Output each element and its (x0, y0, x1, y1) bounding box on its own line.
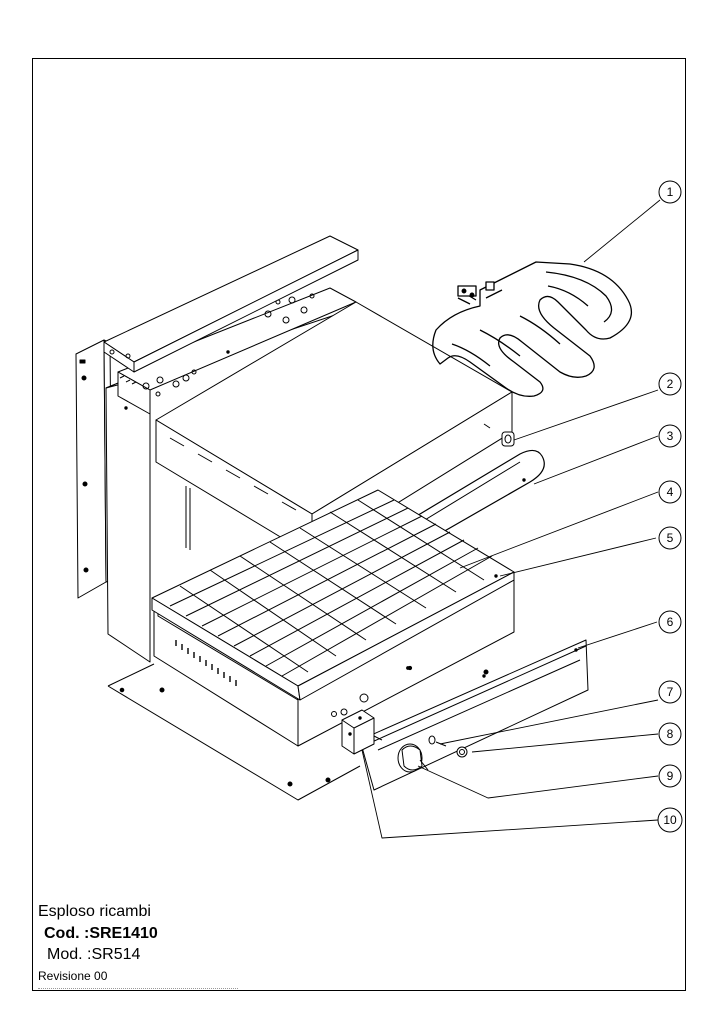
leader-lines (361, 199, 661, 839)
callout-circle (657, 807, 683, 833)
drawing-description: Esploso ricambi (38, 903, 151, 920)
callout-circle (658, 480, 682, 504)
callout-number: 5 (667, 531, 674, 545)
thermostat (341, 709, 383, 755)
drawing-frame (32, 58, 686, 991)
callout-5: 5 (658, 526, 682, 550)
callout-4: 4 (658, 480, 682, 504)
callout-circle (658, 680, 682, 704)
callout-9: 9 (658, 764, 682, 788)
callout-number: 4 (667, 485, 674, 499)
callout-8: 8 (658, 722, 682, 746)
callout-circle (658, 764, 682, 788)
callout-circle (658, 526, 682, 550)
callout-2: 2 (658, 372, 682, 396)
top-lid (103, 235, 359, 373)
title-divider (38, 988, 238, 989)
callout-number: 1 (667, 185, 674, 199)
callout-10: 10 (657, 807, 683, 833)
callout-1: 1 (658, 180, 682, 204)
grill-grid (151, 489, 515, 701)
callout-number: 7 (667, 685, 674, 699)
callout-6: 6 (658, 610, 682, 634)
callout-number: 9 (667, 769, 674, 783)
callout-3: 3 (658, 424, 682, 448)
callout-number: 2 (667, 377, 674, 391)
front-panel (359, 639, 589, 791)
product-code: Cod. :SRE1410 (44, 925, 158, 942)
callout-number: 10 (663, 813, 677, 827)
callout-circle (658, 722, 682, 746)
callout-circle (658, 424, 682, 448)
callout-number: 3 (667, 429, 674, 443)
floor-plate (107, 663, 361, 801)
base-side-holes (331, 666, 410, 717)
callout-circle (658, 610, 682, 634)
callout-circle (658, 180, 682, 204)
callout-circle (658, 372, 682, 396)
callout-number: 8 (667, 727, 674, 741)
heating-coil (432, 261, 633, 397)
model-name: Mod. :SR514 (47, 946, 141, 963)
callout-7: 7 (658, 680, 682, 704)
revision-label: Revisione 00 (38, 969, 108, 983)
callout-number: 6 (667, 615, 674, 629)
callout-balloons: 1 2 3 4 5 6 7 8 9 10 (657, 180, 683, 833)
